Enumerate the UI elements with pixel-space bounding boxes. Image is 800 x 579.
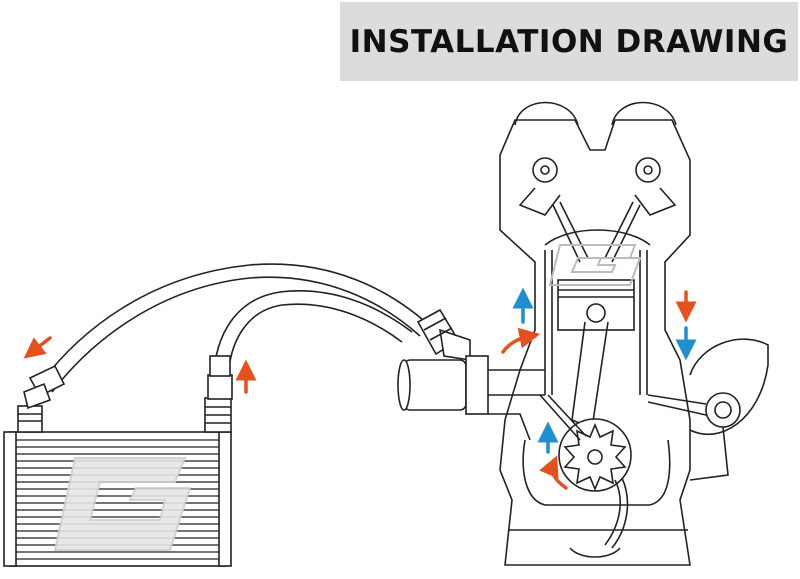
oil-pump [558, 418, 632, 549]
flow-arrows [23, 287, 697, 490]
alternator-pulley [647, 338, 769, 481]
oil-hoses [23, 263, 471, 410]
g-logo-watermark [53, 457, 192, 551]
page-title: INSTALLATION DRAWING [349, 23, 789, 60]
g-logo-watermark [548, 244, 642, 286]
flow-arrow-icon [501, 327, 541, 354]
engine-cross-section [499, 101, 691, 566]
oil-filter [397, 355, 587, 441]
title-banner: INSTALLATION DRAWING [340, 2, 798, 81]
flow-arrow-icon [23, 336, 52, 359]
flow-arrow-icon [539, 455, 568, 490]
